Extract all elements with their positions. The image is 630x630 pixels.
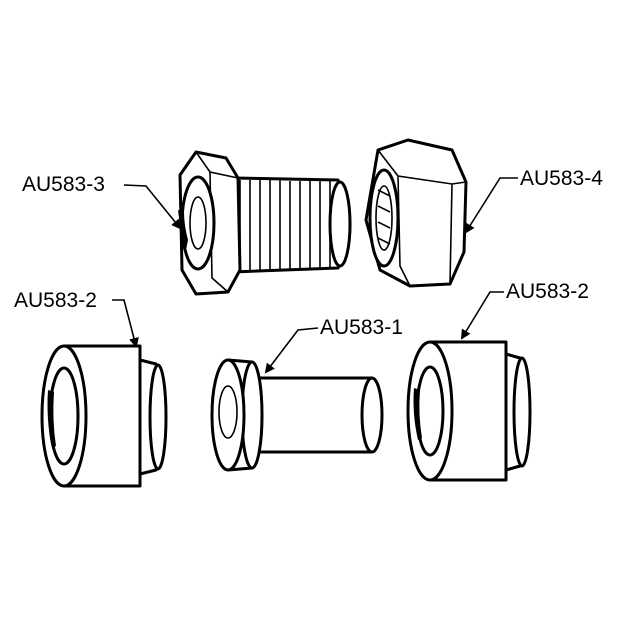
label-au583-2-right: AU583-2 — [506, 280, 589, 303]
leader-au583-2-right — [460, 291, 504, 340]
left-cup-part — [40, 344, 168, 488]
right-cup-part — [406, 340, 532, 482]
bolt-part — [178, 150, 352, 296]
leader-au583-1 — [264, 327, 319, 374]
leader-au583-3 — [123, 184, 182, 230]
label-au583-4: AU583-4 — [520, 167, 603, 190]
leader-au583-4 — [464, 177, 518, 234]
leader-au583-2-left — [112, 299, 139, 348]
label-au583-1: AU583-1 — [320, 316, 403, 339]
nut-part — [364, 138, 468, 288]
label-au583-3: AU583-3 — [22, 173, 105, 196]
pin-part — [210, 358, 384, 472]
label-au583-2-left: AU583-2 — [14, 289, 97, 312]
